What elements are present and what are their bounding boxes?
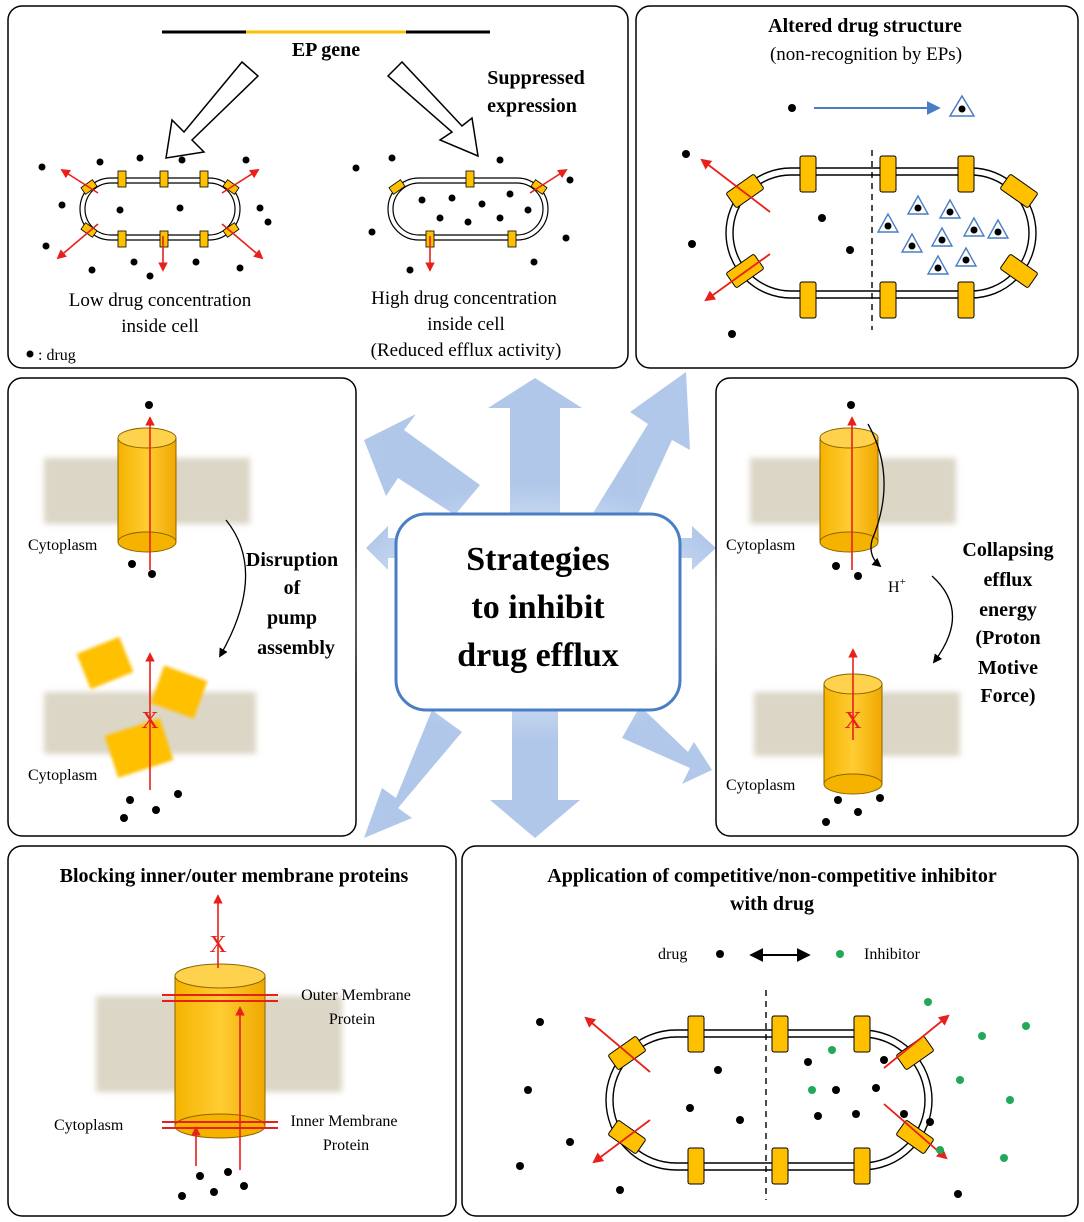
blocked-x-mid-right: X — [844, 708, 861, 734]
legend-drug-dot — [26, 350, 34, 358]
pmf-cytoplasm-bottom: Cytoplasm — [726, 777, 796, 794]
hollow-arrow-left — [165, 60, 260, 159]
altered-title: Altered drug structure — [768, 15, 962, 37]
blocked-x-mid-left: X — [141, 708, 158, 734]
pmf-label-2: efflux — [984, 569, 1033, 591]
gene-label: EP gene — [292, 39, 360, 61]
inhibitor-molecules — [808, 998, 1030, 1162]
pmf-label-5: Motive — [978, 657, 1038, 679]
assembly-label-3: pump — [267, 607, 317, 629]
inner-membrane-label-2: Protein — [323, 1137, 369, 1154]
legend-drug-label: : drug — [38, 347, 76, 364]
pmf-label-4: (Proton — [975, 627, 1040, 649]
altered-drugs — [876, 194, 1010, 275]
cell-normal: Low drug concentration inside cell — [38, 154, 272, 337]
center-title-1: Strategies — [466, 541, 610, 578]
blocked-x-bottom-left: X — [209, 932, 226, 958]
center-title-box: Strategies to inhibit drug efflux — [394, 512, 682, 712]
hollow-arrow-right — [386, 60, 479, 158]
high-conc-caption-2: inside cell — [427, 314, 505, 335]
high-conc-caption-1: High drug concentration — [371, 288, 557, 309]
cytoplasm-label-top: Cytoplasm — [28, 537, 98, 554]
legend-inhibitor-text: Inhibitor — [864, 946, 921, 963]
panel-suppressed-expression: EP gene Suppressed expression — [7, 5, 629, 369]
radial-arrow-down-right — [622, 706, 712, 784]
radial-arrow-up-left — [364, 414, 480, 515]
proton-label: H+ — [888, 576, 906, 596]
low-conc-caption-2: inside cell — [121, 316, 199, 337]
high-conc-caption-3: (Reduced efflux activity) — [371, 340, 562, 361]
radial-arrow-down — [490, 710, 580, 838]
broken-pump-fragments — [76, 636, 208, 778]
panel-proton-motive-force: H+ Cytoplasm Collapsing efflux energy (P… — [715, 377, 1079, 837]
membrane-title: Blocking inner/outer membrane proteins — [60, 865, 409, 887]
low-conc-caption-1: Low drug concentration — [69, 290, 252, 311]
center-title-2: to inhibit — [471, 589, 605, 626]
bottom-left-cytoplasm: Cytoplasm — [54, 1117, 124, 1134]
center-title-3: drug efflux — [457, 637, 619, 674]
pmf-label-6: Force) — [980, 685, 1035, 707]
altered-subtitle: (non-recognition by EPs) — [770, 44, 962, 65]
panel-pump-assembly: Cytoplasm Disruption of pump assembly X … — [7, 377, 357, 837]
inhibitor-title-2: with drug — [730, 893, 814, 915]
suppressed-label-1: Suppressed — [487, 67, 584, 89]
panel-membrane-proteins: Blocking inner/outer membrane proteins X… — [7, 845, 457, 1217]
legend-drug-text: drug — [658, 946, 687, 963]
pmf-label-1: Collapsing — [962, 539, 1053, 561]
outer-membrane-label-1: Outer Membrane — [301, 987, 411, 1004]
pmf-cytoplasm-top: Cytoplasm — [726, 537, 796, 554]
suppressed-label-2: expression — [487, 95, 577, 117]
cell-suppressed: High drug concentration inside cell (Red… — [352, 154, 574, 361]
outer-membrane-label-2: Protein — [329, 1011, 375, 1028]
panel-inhibitor: Application of competitive/non-competiti… — [461, 845, 1079, 1217]
radial-arrow-down-left — [364, 710, 462, 838]
inhibitor-title-1: Application of competitive/non-competiti… — [547, 865, 997, 887]
pmf-label-3: energy — [979, 599, 1037, 621]
cytoplasm-label-bottom: Cytoplasm — [28, 767, 98, 784]
panel-altered-structure: Altered drug structure (non-recognition … — [635, 5, 1079, 369]
assembly-label-2: of — [284, 577, 301, 599]
assembly-label-4: assembly — [257, 637, 335, 659]
inner-membrane-label-1: Inner Membrane — [290, 1113, 397, 1130]
assembly-label-1: Disruption — [246, 549, 338, 571]
